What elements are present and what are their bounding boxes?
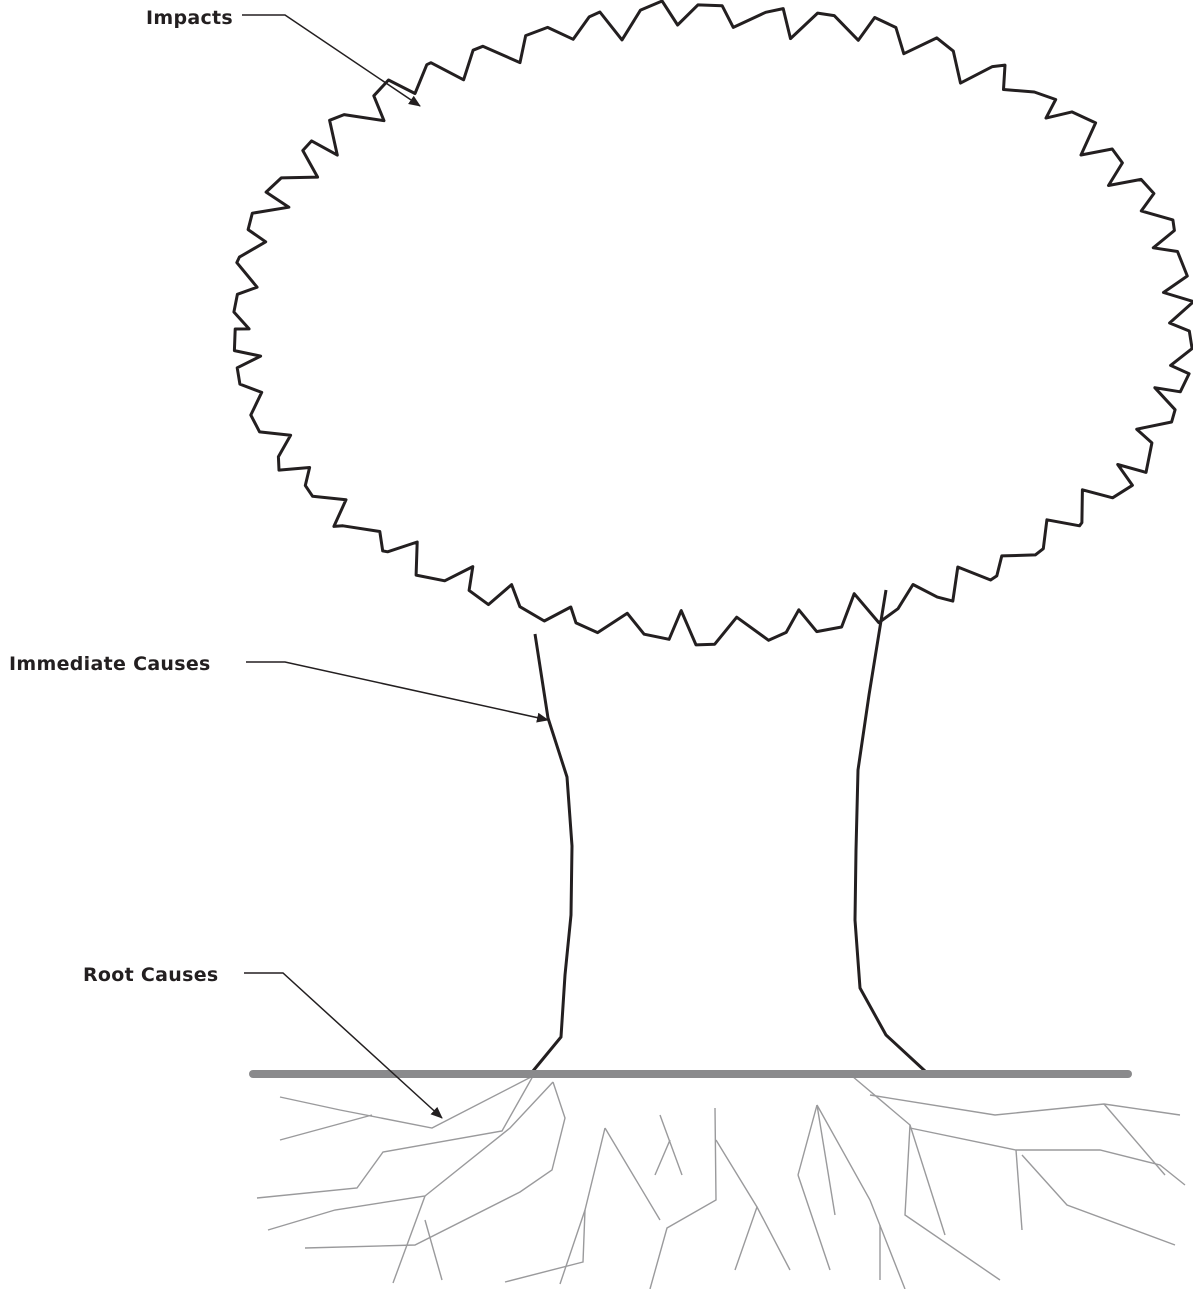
root (257, 1076, 533, 1198)
immediate-causes-label: Immediate Causes (9, 655, 211, 674)
root (393, 1196, 425, 1283)
root (280, 1076, 533, 1128)
root (1016, 1150, 1022, 1230)
root (280, 1115, 372, 1140)
root (798, 1175, 830, 1270)
root-causes-label: Root Causes (83, 966, 219, 985)
impacts-leader-line (242, 15, 420, 106)
root (817, 1105, 905, 1289)
root (605, 1128, 660, 1220)
impacts-label: Impacts (146, 9, 233, 28)
trunk-right-edge (855, 590, 925, 1071)
roots (257, 1076, 1185, 1289)
root (650, 1108, 716, 1289)
root (757, 1207, 790, 1270)
tree-canopy (234, 1, 1193, 645)
root (655, 1140, 670, 1175)
root (852, 1076, 1000, 1280)
immediate-causes-leader-line (246, 662, 548, 720)
root (870, 1095, 1180, 1115)
root (798, 1105, 817, 1175)
root (425, 1220, 442, 1280)
root (716, 1140, 757, 1270)
trunk-left-edge (533, 634, 572, 1071)
root (1104, 1104, 1165, 1175)
root (910, 1128, 1185, 1185)
root (305, 1082, 565, 1248)
root (660, 1115, 682, 1175)
root (1022, 1155, 1175, 1245)
root (910, 1125, 945, 1235)
root-causes-leader-line (244, 973, 442, 1118)
